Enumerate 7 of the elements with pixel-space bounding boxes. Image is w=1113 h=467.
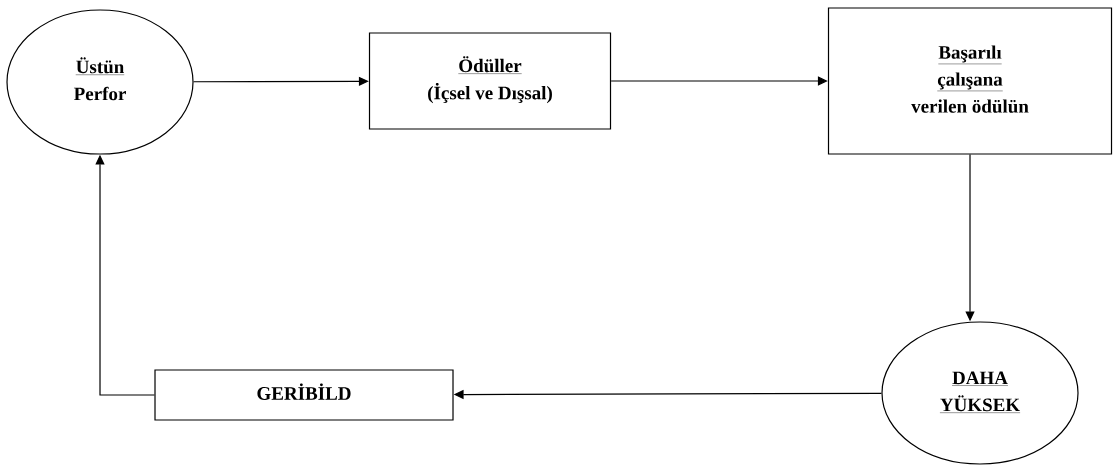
process-box: Başarılı çalışana verilen ödülün [827, 7, 1113, 155]
process-box: GERİBİLD [154, 369, 454, 421]
process-box: Ödüller (İçsel ve Dışsal) [368, 32, 612, 130]
ellipse-node: DAHA YÜKSEK [881, 321, 1079, 465]
arrow [193, 76, 369, 86]
ellipse-node: Üstün Perfor [6, 9, 194, 155]
arrow [610, 76, 828, 86]
